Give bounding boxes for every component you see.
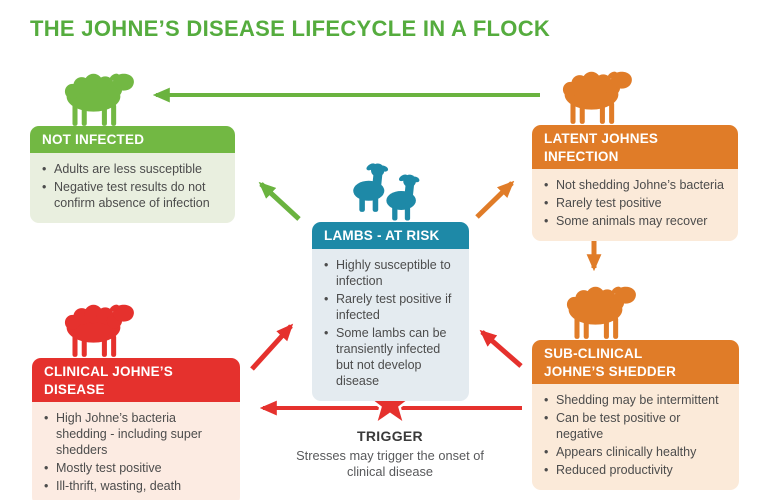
sheep-icon bbox=[566, 285, 636, 339]
bullet-item: High Johne’s bacteria shedding - includi… bbox=[44, 410, 230, 458]
bullet-item: Some lambs can be transiently infected b… bbox=[324, 325, 459, 389]
sheep-icon bbox=[64, 72, 134, 126]
node-lambs-at-risk: LAMBS - AT RISK Highly susceptible to in… bbox=[312, 222, 469, 401]
arrow-lambs-to-latent bbox=[475, 180, 515, 219]
arrow-subclinical-to-lambs bbox=[479, 329, 523, 368]
node-clinical-disease-header: CLINICAL JOHNE’S DISEASE bbox=[32, 358, 240, 403]
bullet-item: Ill-thrift, wasting, death bbox=[44, 478, 230, 494]
arrow-clinical-to-lambs bbox=[250, 323, 294, 371]
node-latent-infection-header: LATENT JOHNES INFECTION bbox=[532, 125, 738, 170]
bullet-item: Not shedding Johne’s bacteria bbox=[544, 177, 728, 193]
bullet-item: Adults are less susceptible bbox=[42, 161, 225, 177]
node-subclinical-shedder-header: SUB-CLINICAL JOHNE’S SHEDDER bbox=[532, 340, 739, 385]
bullet-item: Negative test results do not confirm abs… bbox=[42, 179, 225, 211]
node-latent-infection-bullets: Not shedding Johne’s bacteriaRarely test… bbox=[532, 169, 738, 242]
bullet-item: Highly susceptible to infection bbox=[324, 257, 459, 289]
bullet-item: Can be test positive or negative bbox=[544, 410, 729, 442]
bullet-item: Some animals may recover bbox=[544, 213, 728, 229]
bullet-item: Reduced productivity bbox=[544, 462, 729, 478]
sheep-icon bbox=[562, 70, 632, 124]
node-subclinical-shedder-bullets: Shedding may be intermittentCan be test … bbox=[532, 384, 739, 491]
bullet-item: Shedding may be intermittent bbox=[544, 392, 729, 408]
lambs-icon bbox=[353, 163, 421, 221]
bullet-item: Rarely test positive bbox=[544, 195, 728, 211]
node-latent-infection: LATENT JOHNES INFECTION Not shedding Joh… bbox=[532, 125, 738, 242]
bullet-item: Appears clinically healthy bbox=[544, 444, 729, 460]
node-not-infected-bullets: Adults are less susceptibleNegative test… bbox=[30, 152, 235, 223]
node-not-infected-header: NOT INFECTED bbox=[30, 126, 235, 153]
node-lambs-at-risk-header: LAMBS - AT RISK bbox=[312, 222, 469, 249]
node-not-infected: NOT INFECTED Adults are less susceptible… bbox=[30, 126, 235, 223]
arrow-lambs-to-not-infected bbox=[258, 181, 301, 221]
node-clinical-disease-bullets: High Johne’s bacteria shedding - includi… bbox=[32, 402, 240, 500]
bullet-item: Mostly test positive bbox=[44, 460, 230, 476]
page-title: THE JOHNE’S DISEASE LIFECYCLE IN A FLOCK bbox=[30, 16, 551, 41]
trigger-description: Stresses may trigger the onset of clinic… bbox=[296, 448, 484, 480]
bullet-item: Rarely test positive if infected bbox=[324, 291, 459, 323]
node-clinical-disease: CLINICAL JOHNE’S DISEASE High Johne’s ba… bbox=[32, 358, 240, 500]
node-lambs-at-risk-bullets: Highly susceptible to infectionRarely te… bbox=[312, 248, 469, 401]
sheep-icon bbox=[64, 303, 134, 357]
node-subclinical-shedder: SUB-CLINICAL JOHNE’S SHEDDER Shedding ma… bbox=[532, 340, 739, 491]
trigger-label: TRIGGER bbox=[357, 428, 423, 444]
